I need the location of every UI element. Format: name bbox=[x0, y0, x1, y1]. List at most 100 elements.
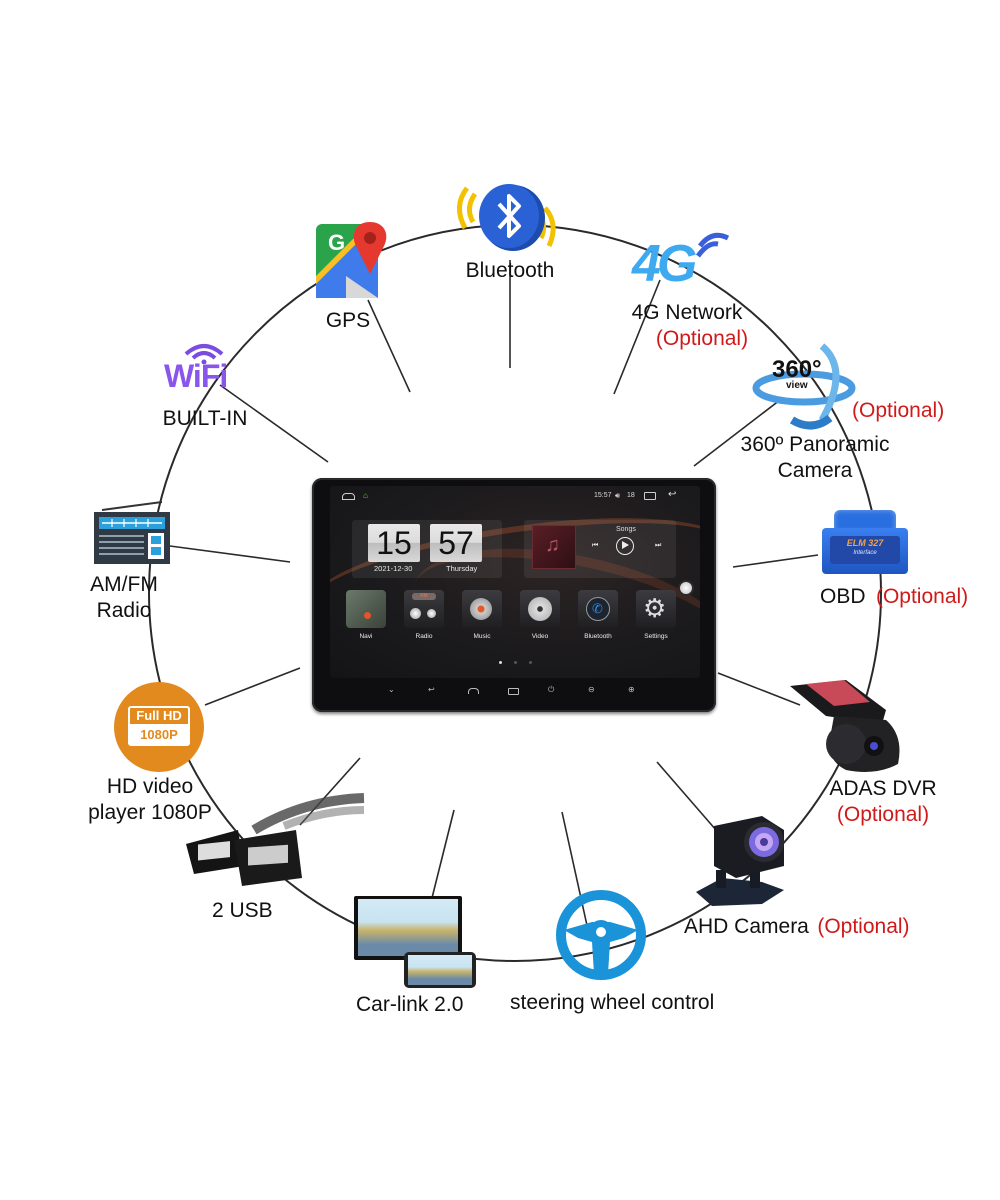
album-art: ♫ bbox=[532, 525, 576, 569]
music-note-icon: ♫ bbox=[545, 534, 560, 556]
status-time: 15:57 bbox=[594, 492, 612, 499]
next-track-icon[interactable]: ⏭ bbox=[655, 542, 662, 549]
clock-minute: 57 bbox=[430, 524, 482, 562]
feature-label: AM/FM bbox=[90, 573, 158, 596]
google-maps-icon: G bbox=[316, 222, 387, 298]
feature-label: player 1080P bbox=[88, 801, 212, 824]
feature-label: BUILT-IN bbox=[162, 407, 248, 430]
clock-weekday: Thursday bbox=[446, 564, 478, 573]
feature-label: Bluetooth bbox=[465, 259, 555, 282]
feature-radio: AM/FM Radio bbox=[72, 500, 176, 624]
optional-tag: (Optional) bbox=[852, 399, 945, 422]
volume-up-icon[interactable]: ⊕ bbox=[628, 685, 635, 694]
feature-4g: 4G 4G Network (Optional) bbox=[612, 228, 762, 352]
connector-line bbox=[561, 811, 589, 931]
connector-line bbox=[219, 384, 329, 463]
feature-360-camera: 360º Panoramic Camera bbox=[720, 432, 910, 484]
connector-line bbox=[431, 809, 455, 899]
dashcam-icon bbox=[786, 676, 910, 776]
feature-obd: OBD (Optional) bbox=[820, 584, 968, 610]
page-dot-active[interactable] bbox=[498, 661, 502, 664]
head-unit-screen: ⌂ 15:57 🔊︎ 18 ↩ 15 57 2021-12-30 Thursda… bbox=[330, 486, 700, 678]
radio-app-icon: FM bbox=[404, 590, 444, 628]
full-hd-icon: Full HD 1080P bbox=[114, 682, 204, 772]
app-navi[interactable]: Navi bbox=[346, 590, 386, 640]
app-label: Settings bbox=[644, 633, 668, 640]
page-dot[interactable] bbox=[528, 661, 532, 664]
nav-home-icon[interactable] bbox=[468, 688, 479, 694]
feature-label: OBD bbox=[820, 585, 866, 608]
volume-level: 18 bbox=[627, 492, 635, 499]
connector-line bbox=[613, 279, 661, 395]
optional-tag: (Optional) bbox=[875, 585, 969, 608]
music-title: Songs bbox=[616, 526, 636, 533]
app-label: Music bbox=[473, 633, 491, 640]
feature-steering-label: steering wheel control bbox=[510, 991, 715, 1014]
play-button[interactable] bbox=[616, 537, 634, 555]
connector-line bbox=[693, 399, 781, 467]
app-label: Radio bbox=[415, 633, 433, 640]
navi-icon bbox=[346, 590, 386, 628]
feature-label: GPS bbox=[325, 309, 371, 332]
connector-line bbox=[732, 554, 819, 568]
connector-line bbox=[717, 672, 801, 706]
previous-track-icon[interactable]: ⏮ bbox=[592, 542, 599, 549]
app-radio[interactable]: FM Radio bbox=[404, 590, 444, 640]
connector-line bbox=[204, 667, 301, 706]
connector-line bbox=[367, 299, 411, 393]
clock-widget[interactable]: 15 57 2021-12-30 Thursday bbox=[352, 520, 502, 578]
feature-bluetooth: Bluetooth bbox=[440, 176, 580, 284]
wifi-icon: WiFi bbox=[130, 340, 280, 396]
reverse-camera-icon bbox=[692, 812, 796, 912]
assistive-touch-button[interactable] bbox=[678, 580, 694, 596]
carlink-screens-icon bbox=[354, 896, 480, 988]
optional-tag: (Optional) bbox=[836, 803, 930, 826]
power-icon[interactable]: ⏻ bbox=[548, 685, 555, 694]
optional-tag: (Optional) bbox=[655, 327, 749, 350]
page-dot[interactable] bbox=[513, 661, 517, 664]
bluetooth-icon bbox=[457, 184, 556, 251]
clock-date: 2021-12-30 bbox=[374, 564, 413, 573]
app-label: Video bbox=[531, 633, 549, 640]
app-bluetooth[interactable]: ✆ Bluetooth bbox=[578, 590, 618, 640]
launcher-home-icon[interactable]: ⌂ bbox=[363, 491, 368, 500]
music-widget[interactable]: ♫ Songs ⏮ ⏭ bbox=[524, 520, 676, 578]
feature-label: Camera bbox=[777, 459, 853, 482]
volume-down-icon[interactable]: ⊖ bbox=[588, 685, 595, 694]
app-video[interactable]: Video bbox=[520, 590, 560, 640]
nav-back-icon[interactable]: ↩ bbox=[428, 685, 435, 694]
head-unit-device: ⌂ 15:57 🔊︎ 18 ↩ 15 57 2021-12-30 Thursda… bbox=[312, 478, 716, 712]
app-grid: Navi FM Radio Music Video bbox=[330, 590, 700, 650]
connector-line bbox=[169, 545, 291, 563]
nav-recents-icon[interactable] bbox=[508, 688, 519, 695]
feature-label: ADAS DVR bbox=[829, 777, 937, 800]
home-outline-icon[interactable] bbox=[342, 493, 355, 500]
feature-label: 360º Panoramic bbox=[740, 433, 890, 456]
back-icon[interactable]: ↩ bbox=[668, 489, 677, 500]
360-view-icon: 360° view bbox=[752, 340, 862, 430]
feature-adas-dvr: ADAS DVR (Optional) bbox=[818, 776, 948, 828]
status-bar: ⌂ 15:57 🔊︎ 18 ↩ bbox=[330, 486, 700, 506]
radio-icon bbox=[94, 501, 170, 564]
steering-wheel-icon bbox=[554, 888, 648, 982]
obd-adapter-icon: ELM 327 Interface bbox=[820, 510, 910, 576]
feature-carlink-label: Car-link 2.0 bbox=[356, 993, 464, 1016]
connector-lines bbox=[169, 260, 819, 931]
app-settings[interactable]: ⚙ Settings bbox=[636, 590, 676, 640]
app-music[interactable]: Music bbox=[462, 590, 502, 640]
feature-label: Radio bbox=[96, 599, 152, 622]
app-label: Bluetooth bbox=[584, 633, 612, 640]
music-app-icon bbox=[462, 590, 502, 628]
optional-tag: (Optional) bbox=[817, 915, 910, 938]
navigation-bar: ⌄ ↩ ⏻ ⊖ ⊕ bbox=[312, 680, 716, 702]
feature-label: AHD Camera bbox=[684, 915, 809, 938]
volume-icon[interactable]: 🔊︎ bbox=[615, 491, 621, 500]
phone-app-icon: ✆ bbox=[578, 590, 618, 628]
usb-cable-icon bbox=[184, 790, 374, 890]
settings-gear-icon: ⚙ bbox=[636, 590, 676, 628]
recent-apps-icon[interactable] bbox=[644, 492, 656, 500]
feature-label: 4G Network bbox=[631, 301, 743, 324]
collapse-chevron-icon[interactable]: ⌄ bbox=[388, 685, 395, 694]
app-label: Navi bbox=[359, 633, 373, 640]
play-icon bbox=[622, 541, 629, 549]
